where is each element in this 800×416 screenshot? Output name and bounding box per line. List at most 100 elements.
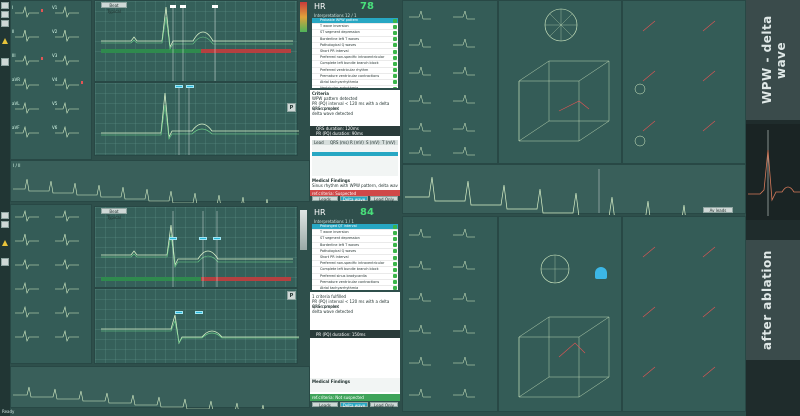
- vector-leads-bottom-svg: [409, 228, 475, 398]
- interp-item[interactable]: Pathological Q waves: [312, 43, 398, 49]
- interp-item[interactable]: Premature ventricular contractions: [312, 74, 398, 80]
- interp-item[interactable]: Short PR interval: [312, 48, 398, 56]
- interp-item[interactable]: Short PR interval: [312, 255, 398, 262]
- criteria-line-2: PR (PQ) interval < 120 ms with a delta w…: [312, 101, 390, 111]
- toolbar-button-5[interactable]: [1, 221, 9, 228]
- interp-item-label: Pathological Q waves: [320, 248, 357, 253]
- interp-item[interactable]: Borderline left T waves: [312, 37, 398, 43]
- table-selected-row[interactable]: [312, 152, 398, 156]
- check-icon: [393, 49, 397, 54]
- side-bottom-title-box: after ablation: [746, 240, 800, 360]
- beat-waveform-top: [101, 5, 293, 81]
- interp-item[interactable]: Atrial tachyarrhythmia: [312, 80, 398, 87]
- pill-row-top: Leads Delta wave Lead Only: [310, 196, 400, 202]
- measure-row-b1: PR (PQ) duration: 150ms: [316, 332, 366, 337]
- marker-tag-5[interactable]: [186, 85, 194, 88]
- toolbar-button-3[interactable]: [1, 20, 9, 27]
- marker-tag-3[interactable]: [212, 5, 218, 8]
- check-icon: [393, 249, 397, 254]
- lead-label-aVR: aVR: [12, 77, 20, 82]
- beat-tab-bottom[interactable]: Beat Typical: [101, 208, 127, 220]
- interp-item-label: Short PR interval: [320, 48, 349, 53]
- beat-plot-top[interactable]: Beat Typical: [94, 0, 298, 82]
- interp-item[interactable]: Complete left bundle branch block: [312, 61, 398, 68]
- hr-label-bottom: HR: [314, 208, 326, 217]
- marker-tag-2[interactable]: [180, 5, 186, 8]
- warning-icon[interactable]: [2, 38, 8, 44]
- interp-item-label: Ventricular arrhythmia: [320, 86, 358, 88]
- av-leads-button[interactable]: Av leads: [703, 207, 733, 213]
- lead-label-V5: V5: [52, 101, 58, 106]
- interp-item[interactable]: Preferred non-specific intraventricular: [312, 55, 398, 62]
- beat-waveform-bottom-2: [101, 314, 299, 345]
- measure-box-top: QRS duration: 120ms PR (PQ) duration: 90…: [310, 126, 400, 136]
- rhythm-label-top: I / II: [13, 163, 21, 168]
- pill-leads-top[interactable]: Leads: [312, 196, 338, 202]
- warning-icon-2[interactable]: [2, 240, 8, 246]
- beat-plot-bottom[interactable]: Beat Typical: [94, 206, 298, 288]
- interp-item[interactable]: ST segment depression: [312, 236, 398, 243]
- toolbar-button-1[interactable]: [1, 2, 9, 9]
- interp-item[interactable]: T wave inversion: [312, 24, 398, 31]
- document-icon-2[interactable]: [1, 258, 9, 266]
- interp-item[interactable]: Pathological Q waves: [312, 249, 398, 255]
- beat-tab-top[interactable]: Beat Typical: [101, 2, 127, 14]
- vector-3d-bottom[interactable]: [498, 216, 622, 412]
- interp-item-label: Complete left bundle branch block: [320, 267, 379, 272]
- interp-item[interactable]: Prolonged QT interval: [312, 224, 398, 231]
- marker-tag-6[interactable]: [169, 237, 177, 240]
- marker-tag-4[interactable]: [175, 85, 183, 88]
- check-icon: [393, 30, 397, 35]
- rhythm-strip-bottom[interactable]: [10, 366, 310, 409]
- marker-tag-1[interactable]: [170, 5, 176, 8]
- check-icon: [393, 236, 397, 241]
- interp-item[interactable]: Preferred sinus bradycardia: [312, 274, 398, 280]
- interp-item[interactable]: ST segment depression: [312, 30, 398, 37]
- marker-tag-9[interactable]: [175, 311, 183, 314]
- interp-item[interactable]: Borderline left T waves: [312, 243, 398, 249]
- marker-tag-7[interactable]: [199, 237, 207, 240]
- pill-lead-only-bottom[interactable]: Lead Only: [370, 402, 398, 408]
- check-icon: [393, 61, 397, 66]
- lead-label-II: II: [12, 29, 15, 34]
- findings-title-top: Medical Findings: [312, 178, 351, 183]
- pill-leads-bottom[interactable]: Leads: [312, 402, 338, 408]
- interp-item-label: Prolonged QT interval: [320, 224, 357, 228]
- interp-item[interactable]: Premature ventricular contractions: [312, 280, 398, 286]
- check-icon: [393, 18, 397, 23]
- interp-item[interactable]: T wave inversion: [312, 230, 398, 237]
- p-button-top[interactable]: P: [287, 103, 296, 112]
- rhythm-strip-right-top[interactable]: Av leads: [402, 164, 746, 215]
- document-icon[interactable]: [1, 58, 9, 66]
- beat-plot-bottom-2[interactable]: P: [94, 288, 299, 364]
- person-icon: [595, 267, 607, 279]
- interp-item[interactable]: Probable WPW pattern: [312, 18, 398, 25]
- check-icon: [393, 55, 397, 60]
- marker-tag-8[interactable]: [213, 237, 221, 240]
- pill-delta-bottom[interactable]: Delta wave: [340, 402, 368, 408]
- p-button-bottom[interactable]: P: [287, 291, 296, 300]
- hr-scale-top: [300, 2, 307, 32]
- lead-label-V4: V4: [52, 77, 58, 82]
- interp-item[interactable]: Preferred ventricular rhythm: [312, 68, 398, 74]
- interp-item-label: ST segment depression: [320, 236, 360, 241]
- th-s: S (mV): [366, 140, 380, 145]
- interp-item[interactable]: Ventricular arrhythmia: [312, 86, 398, 88]
- vector-3d-top[interactable]: [498, 0, 622, 164]
- marker-tag-10[interactable]: [195, 311, 203, 314]
- rhythm-strip-top[interactable]: I / II: [10, 160, 310, 203]
- toolbar-button-4[interactable]: [1, 212, 9, 219]
- interp-item[interactable]: Preferred non-specific intraventricular: [312, 261, 398, 268]
- interp-item-label: T wave inversion: [320, 230, 349, 235]
- beat-plot-top-2[interactable]: P: [94, 82, 299, 156]
- criteria-line-b4: delta wave detected: [312, 309, 354, 314]
- pill-delta-top[interactable]: Delta wave: [340, 196, 368, 202]
- interp-item[interactable]: Atrial tachyarrhythmia: [312, 286, 398, 290]
- toolbar-button-2[interactable]: [1, 11, 9, 18]
- pill-lead-only-top[interactable]: Lead Only: [370, 196, 398, 202]
- interp-item[interactable]: Complete left bundle branch block: [312, 267, 398, 274]
- interp-item-label: Preferred ventricular rhythm: [320, 67, 369, 72]
- th-t: T (mV): [382, 140, 396, 145]
